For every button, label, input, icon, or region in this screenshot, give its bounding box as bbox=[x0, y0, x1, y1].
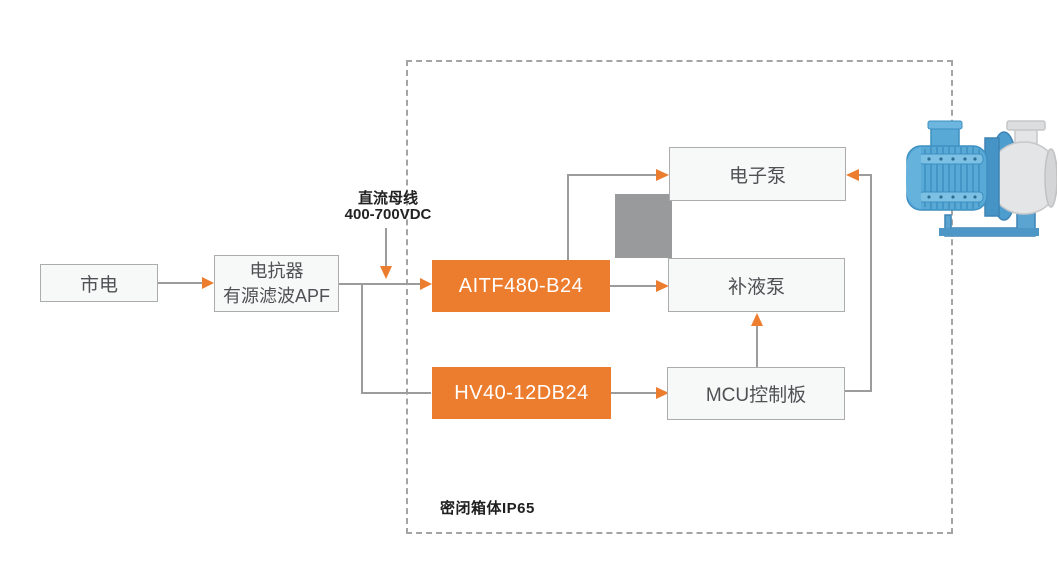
dc-bus-annotation: 直流母线 400-700VDC bbox=[328, 191, 448, 223]
node-reactor-label-line2: 有源滤波APF bbox=[222, 285, 330, 306]
node-reactor-apf: 电抗器 有源滤波APF bbox=[214, 255, 339, 312]
node-mains-label: 市电 bbox=[79, 274, 118, 296]
node-mains-power: 市电 bbox=[40, 264, 158, 302]
pump-discharge-flange bbox=[1006, 120, 1046, 131]
pump-base-plate bbox=[939, 228, 1039, 236]
node-hv40-label: HV40-12DB24 bbox=[454, 381, 589, 404]
node-reactor-label-line1: 电抗器 bbox=[249, 260, 304, 281]
node-fpump-label: 补液泵 bbox=[727, 276, 785, 298]
pump-motor-endcap bbox=[906, 147, 921, 209]
node-mcu-control-board: MCU控制板 bbox=[667, 367, 845, 420]
arrowhead-into-reactor bbox=[202, 277, 214, 289]
node-mcu-label: MCU控制板 bbox=[705, 385, 807, 406]
gray-block bbox=[615, 194, 672, 258]
pump-illustration bbox=[906, 120, 1057, 237]
pump-bolt-strips bbox=[918, 153, 984, 203]
node-hv40-12db24: HV40-12DB24 bbox=[432, 367, 611, 419]
node-epump-label: 电子泵 bbox=[728, 165, 786, 187]
node-fluid-refill-pump: 补液泵 bbox=[668, 258, 845, 312]
enclosure-label: 密闭箱体IP65 bbox=[440, 500, 535, 517]
dc-bus-title: 直流母线 bbox=[357, 190, 418, 207]
node-electronic-pump: 电子泵 bbox=[669, 147, 846, 201]
node-aitf480-b24: AITF480-B24 bbox=[432, 260, 610, 312]
node-aitf-label: AITF480-B24 bbox=[458, 274, 584, 297]
arrowhead-dcbus-down bbox=[380, 266, 392, 279]
dc-bus-voltage: 400-700VDC bbox=[344, 206, 432, 223]
pump-suction-flange bbox=[1044, 148, 1057, 208]
pump-terminal-lid bbox=[927, 120, 963, 130]
